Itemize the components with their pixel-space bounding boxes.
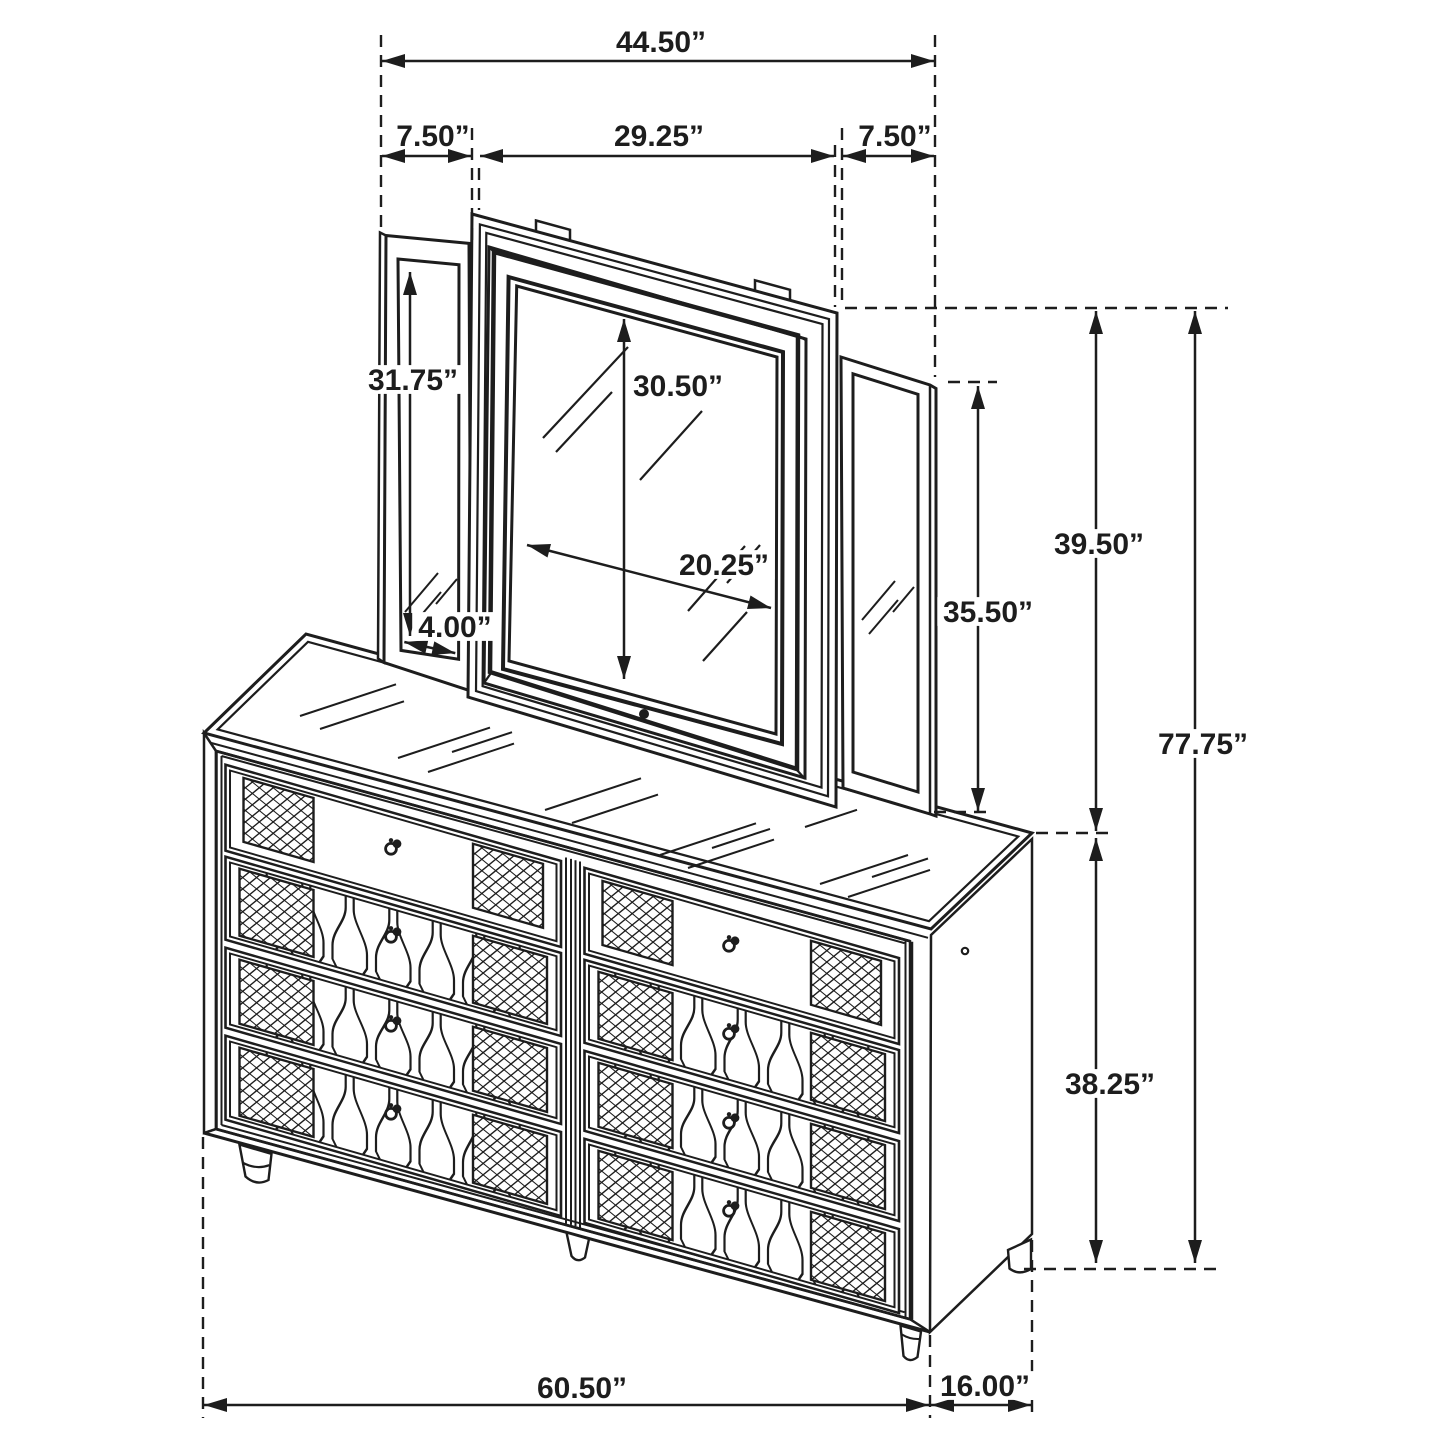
svg-text:30.50”: 30.50” <box>633 370 723 403</box>
svg-text:44.50”: 44.50” <box>616 26 706 59</box>
svg-text:38.25”: 38.25” <box>1065 1068 1155 1101</box>
svg-text:20.25”: 20.25” <box>679 549 769 582</box>
svg-text:31.75”: 31.75” <box>368 364 458 397</box>
svg-text:16.00”: 16.00” <box>940 1370 1030 1403</box>
svg-text:4.00”: 4.00” <box>418 611 491 644</box>
svg-text:39.50”: 39.50” <box>1054 528 1144 561</box>
svg-text:60.50”: 60.50” <box>537 1372 627 1405</box>
svg-text:7.50”: 7.50” <box>396 120 469 153</box>
svg-text:29.25”: 29.25” <box>614 120 704 153</box>
svg-text:7.50”: 7.50” <box>858 120 931 153</box>
svg-text:77.75”: 77.75” <box>1158 728 1248 761</box>
svg-text:35.50”: 35.50” <box>943 596 1033 629</box>
